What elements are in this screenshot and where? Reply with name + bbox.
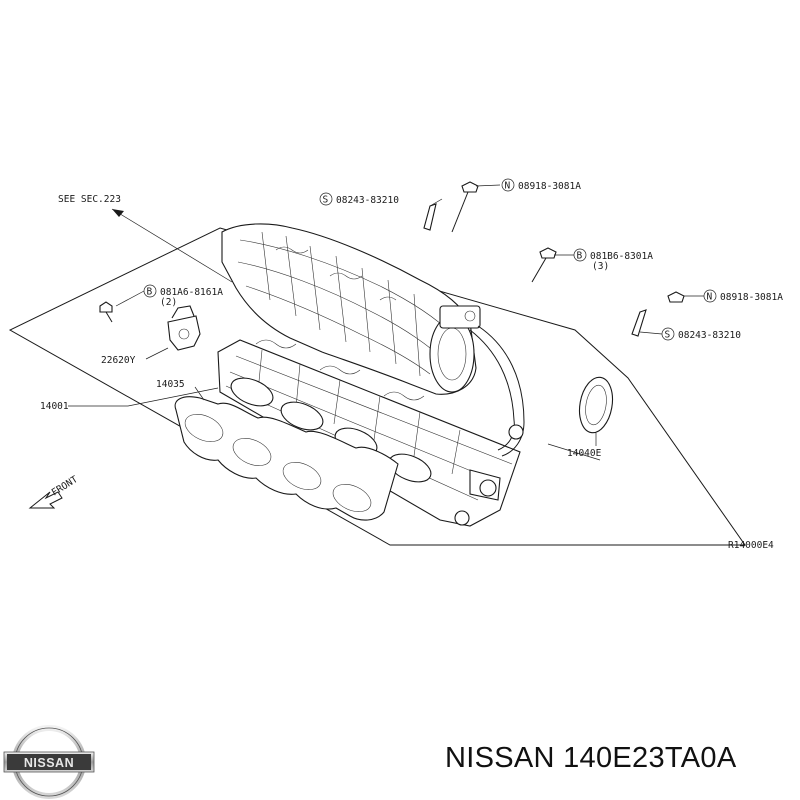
label-gasket: 14035 [156,379,185,390]
label-sensor: 22620Y [101,355,136,366]
manifold-gasket [174,396,399,521]
callout-c1-text: 08243-83210 [336,195,399,206]
throttle-gasket [578,376,614,434]
nissan-logo: NISSAN [3,725,95,799]
part-number-caption: NISSAN 140E23TA0A [445,742,737,774]
callout-c3-text: 081B6-8301A [590,251,653,262]
callout-leaders [68,184,704,461]
callout-c4-text: 08918-3081A [720,292,783,303]
callout-c3: B 081B6-8301A (3) [573,248,653,272]
callout-c3-prefix: B [577,251,583,262]
callout-c1: S 08243-83210 [319,192,399,206]
pressure-sensor [167,305,201,351]
callout-c6-prefix: B [147,287,153,298]
fasteners [99,181,685,337]
see-section-label: SEE SEC.223 [58,194,121,205]
see-section-leader [111,208,233,283]
callout-c2: N 08918-3081A [501,178,581,192]
label-manifold: 14001 [40,401,69,412]
front-indicator: FRONT [28,474,80,509]
callout-c3-qty: (3) [592,261,609,272]
callout-c2-text: 08918-3081A [518,181,581,192]
callout-c6-qty: (2) [160,297,177,308]
callout-c2-prefix: N [505,181,511,192]
intake-plenum [221,223,481,395]
callout-c5-prefix: S [665,330,671,341]
callout-c4-prefix: N [707,292,713,303]
callout-c6-text: 081A6-8161A [160,287,223,298]
drawing-code: R14000E4 [728,540,774,551]
callout-c1-prefix: S [323,195,329,206]
callout-c5-text: 08243-83210 [678,330,741,341]
logo-wordmark: NISSAN [24,756,74,770]
see-section-arrowhead [112,209,124,217]
callout-c5: S 08243-83210 [661,327,741,341]
callout-c4: N 08918-3081A [703,289,783,303]
front-arrow-icon [28,491,63,509]
front-label: FRONT [50,474,80,499]
callout-c6: B 081A6-8161A (2) [143,284,223,308]
assembly-frame [8,227,746,546]
label-throttle-gasket: 14040E [567,448,602,459]
